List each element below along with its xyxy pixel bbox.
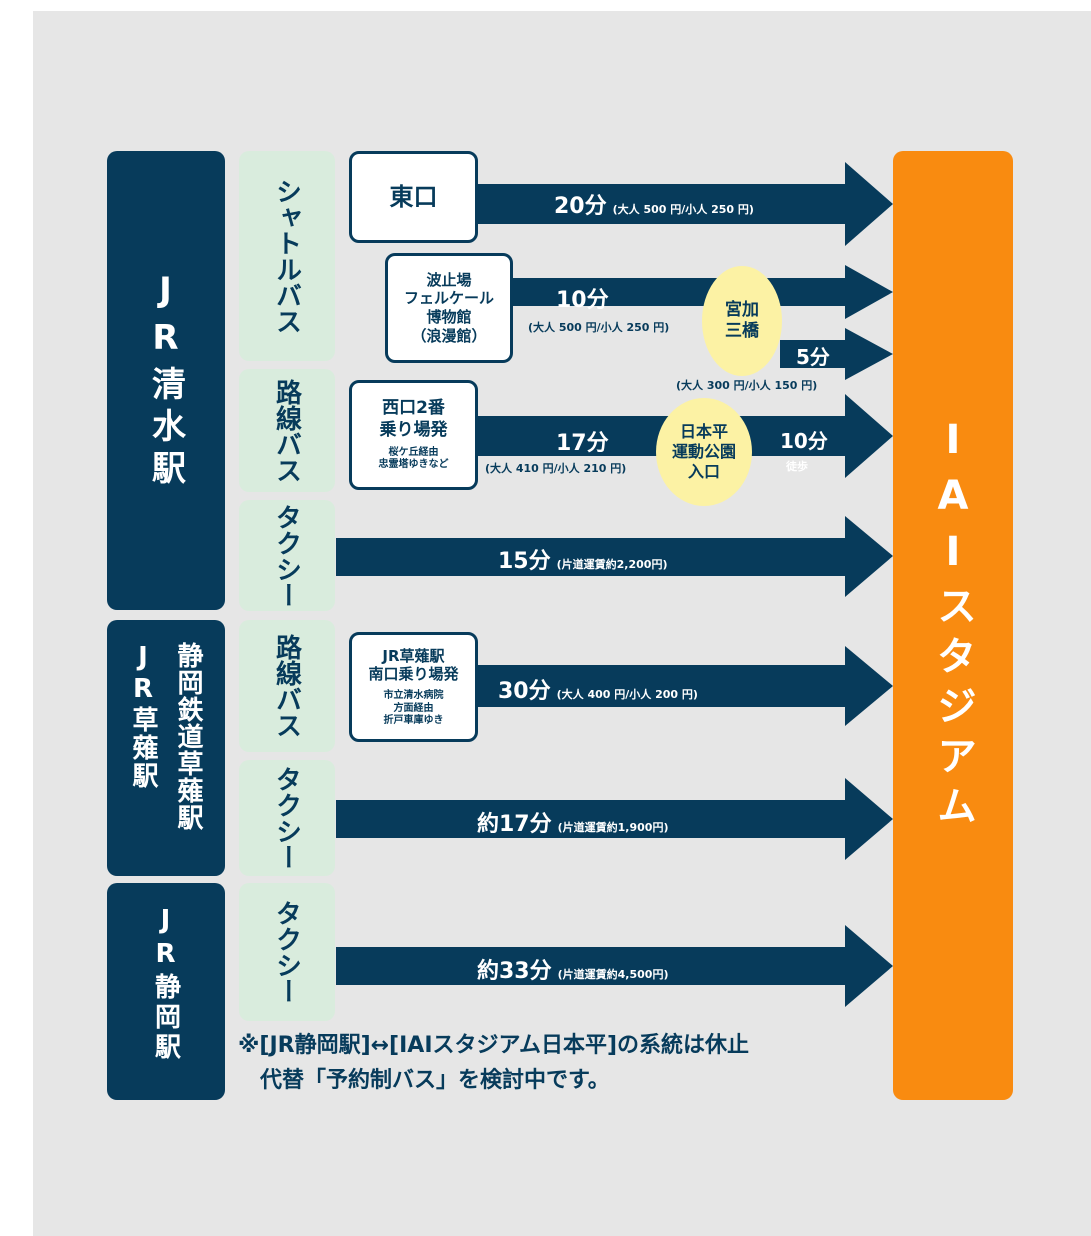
route-west-exit-fare: (大人 410 円/小人 210 円): [485, 462, 627, 475]
stop-kusanagi-via-3: 折戸車庫ゆき: [383, 715, 444, 726]
mode-taxi-shimizu: タクシー: [239, 500, 335, 611]
route-taxi-shizuoka-label: 約33分 (片道運賃約4,500円): [477, 953, 668, 985]
arrow-taxi-kusanagi: [336, 778, 893, 860]
route-walk-time: 10分: [780, 429, 828, 453]
transfer-nihondaira-park-entrance: 日本平 運動公園 入口: [656, 398, 752, 506]
route-west-exit-time: 17分: [556, 431, 609, 456]
arrow-hatoba: [508, 265, 893, 319]
suspension-note: ※[JR静岡駅]↔[IAIスタジアム日本平]の系統は休止 代替「予約制バス」を検…: [238, 1028, 749, 1098]
stop-kusanagi-line-2: 南口乗り場発: [368, 665, 459, 684]
arrow-taxi-shimizu: [336, 516, 893, 597]
station-jr-shimizu: JR清水駅: [107, 151, 225, 610]
station-kusanagi: JR草薙駅 静岡鉄道草薙駅: [107, 620, 225, 876]
stop-kusanagi-line-1: JR草薙駅: [382, 646, 445, 665]
stop-west-exit-line-1: 西口2番: [382, 398, 445, 419]
stop-east-exit: 東口: [349, 151, 478, 243]
arrow-taxi-shizuoka: [336, 925, 893, 1007]
stop-hatoba-line-2: フェルケール: [403, 289, 494, 308]
route-east-exit-label: 20分 (大人 500 円/小人 250 円): [554, 188, 754, 220]
stop-west-exit: 西口2番 乗り場発 桜ケ丘経由 忠霊塔ゆきなど: [349, 380, 478, 490]
stop-kusanagi-via-2: 方面経由: [393, 702, 434, 714]
stop-hatoba-line-3: 博物館: [426, 308, 472, 326]
station-jr-shizuoka: JR静岡駅: [107, 883, 225, 1100]
transfer-nihondaira-line-2: 運動公園: [671, 442, 736, 461]
stop-hatoba-line-1: 波止場: [426, 270, 472, 289]
destination-iai-stadium: IAIスタジアム: [893, 151, 1013, 1100]
transfer-nihondaira-line-1: 日本平: [679, 422, 728, 441]
transfer-miyakami-bridge: 宮加 三橋: [702, 266, 782, 376]
station-jr-shizuoka-label: JR静岡駅: [150, 905, 181, 1063]
route-taxi-shizuoka-fare: (片道運賃約4,500円): [557, 968, 669, 981]
route-taxi-shimizu-fare: (片道運賃約2,200円): [556, 558, 668, 571]
mode-taxi-kusanagi-label: タクシー: [271, 766, 302, 870]
stop-kusanagi-via-1: 市立清水病院: [383, 690, 444, 701]
route-taxi-shimizu-label: 15分 (片道運賃約2,200円): [498, 543, 667, 575]
route-miyakami-fare: (大人 300 円/小人 150 円): [676, 379, 818, 392]
route-taxi-kusanagi-fare: (片道運賃約1,900円): [557, 821, 669, 834]
destination-iai-stadium-label: IAIスタジアム: [930, 416, 976, 835]
mode-taxi-kusanagi: タクシー: [239, 760, 335, 876]
station-jr-kusanagi-label: JR草薙駅: [128, 642, 158, 790]
stop-kusanagi-south: JR草薙駅 南口乗り場発 市立清水病院 方面経由 折戸車庫ゆき: [349, 632, 478, 742]
stop-west-exit-via-2: 忠霊塔ゆきなど: [378, 459, 449, 471]
route-hatoba-fare: (大人 500 円/小人 250 円): [528, 321, 670, 334]
mode-route-bus-kusanagi-label: 路線バス: [271, 634, 302, 738]
stop-west-exit-via-1: 桜ケ丘経由: [388, 446, 439, 458]
route-taxi-kusanagi-label: 約17分 (片道運賃約1,900円): [477, 806, 668, 838]
route-kusanagi-time: 30分: [498, 679, 551, 704]
route-east-exit-time: 20分: [554, 194, 607, 219]
route-walk-label: 徒歩: [786, 460, 808, 473]
transfer-miyakami-line-2: 三橋: [725, 321, 759, 341]
mode-taxi-shimizu-label: タクシー: [271, 503, 302, 608]
mode-shuttle-bus-label: シャトルバス: [271, 178, 302, 334]
route-taxi-shizuoka-time: 約33分: [477, 959, 552, 984]
mode-taxi-shizuoka: タクシー: [239, 883, 335, 1021]
mode-shuttle-bus: シャトルバス: [239, 151, 335, 361]
transfer-nihondaira-line-3: 入口: [687, 462, 720, 481]
route-taxi-kusanagi-time: 約17分: [477, 812, 552, 837]
route-kusanagi-label: 30分 (大人 400 円/小人 200 円): [498, 673, 698, 705]
stop-east-exit-label: 東口: [389, 183, 438, 211]
station-jr-shimizu-label: JR清水駅: [145, 269, 186, 492]
suspension-note-line-2: 代替「予約制バス」を検討中です。: [260, 1068, 610, 1094]
mode-taxi-shizuoka-label: タクシー: [271, 900, 302, 1004]
mode-route-bus-shimizu-label: 路線バス: [271, 378, 302, 483]
mode-route-bus-kusanagi: 路線バス: [239, 620, 335, 752]
mode-route-bus-shimizu: 路線バス: [239, 369, 335, 492]
route-taxi-shimizu-time: 15分: [498, 549, 551, 574]
station-shizutetsu-kusanagi-label: 静岡鉄道草薙駅: [173, 642, 203, 831]
arrow-miyakami: [780, 328, 893, 380]
stop-hatoba-line-4: （浪漫館）: [411, 326, 487, 345]
stop-hatoba: 波止場 フェルケール 博物館 （浪漫館）: [385, 253, 513, 363]
route-kusanagi-fare: (大人 400 円/小人 200 円): [556, 688, 698, 701]
transfer-miyakami-line-1: 宮加: [725, 299, 759, 320]
route-east-exit-fare: (大人 500 円/小人 250 円): [612, 203, 754, 216]
arrow-east-exit: [470, 162, 893, 246]
route-miyakami-time: 5分: [796, 345, 830, 369]
stop-west-exit-line-2: 乗り場発: [379, 419, 448, 440]
suspension-note-line-1: ※[JR静岡駅]↔[IAIスタジアム日本平]の系統は休止: [238, 1033, 750, 1058]
arrow-kusanagi-bus: [475, 646, 893, 726]
route-hatoba-time: 10分: [556, 288, 609, 313]
